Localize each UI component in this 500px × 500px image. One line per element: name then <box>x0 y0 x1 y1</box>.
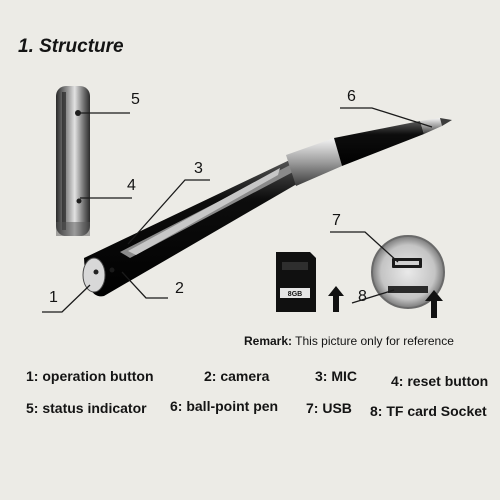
remark: Remark: This picture only for reference <box>244 334 454 348</box>
page-title: 1. Structure <box>18 36 124 57</box>
callout-5: 5 <box>131 91 140 108</box>
callout-6: 6 <box>347 88 356 105</box>
leader-lines <box>42 107 433 313</box>
legend-item-5: 5: status indicator <box>26 400 147 416</box>
callout-3: 3 <box>194 160 203 177</box>
legend-item-6: 6: ball-point pen <box>170 398 279 414</box>
reset-button-dot <box>76 198 82 204</box>
tf-card: 8GB <box>276 252 316 312</box>
legend-item-3: 3: MIC <box>315 368 357 384</box>
callout-4: 4 <box>127 177 136 194</box>
legend-item-8: 8: TF card Socket <box>370 403 487 419</box>
tf-card-arrow <box>328 286 344 312</box>
legend-item-4: 4: reset button <box>391 373 489 389</box>
legend-item-7: 7: USB <box>306 400 352 416</box>
tf-socket-arrow <box>425 290 443 318</box>
legend-item-2: 2: camera <box>204 368 270 384</box>
pen-body <box>82 118 452 297</box>
status-indicator-dot <box>75 110 81 116</box>
tf-card-label: 8GB <box>288 291 302 298</box>
callout-8: 8 <box>358 288 367 305</box>
callout-1: 1 <box>49 289 58 306</box>
legend-item-1: 1: operation button <box>26 368 154 384</box>
callout-7: 7 <box>332 212 341 229</box>
pen-cap <box>56 86 90 236</box>
remark-label: Remark: <box>244 334 293 348</box>
callout-2: 2 <box>175 280 184 297</box>
remark-text: This picture only for reference <box>295 334 454 348</box>
